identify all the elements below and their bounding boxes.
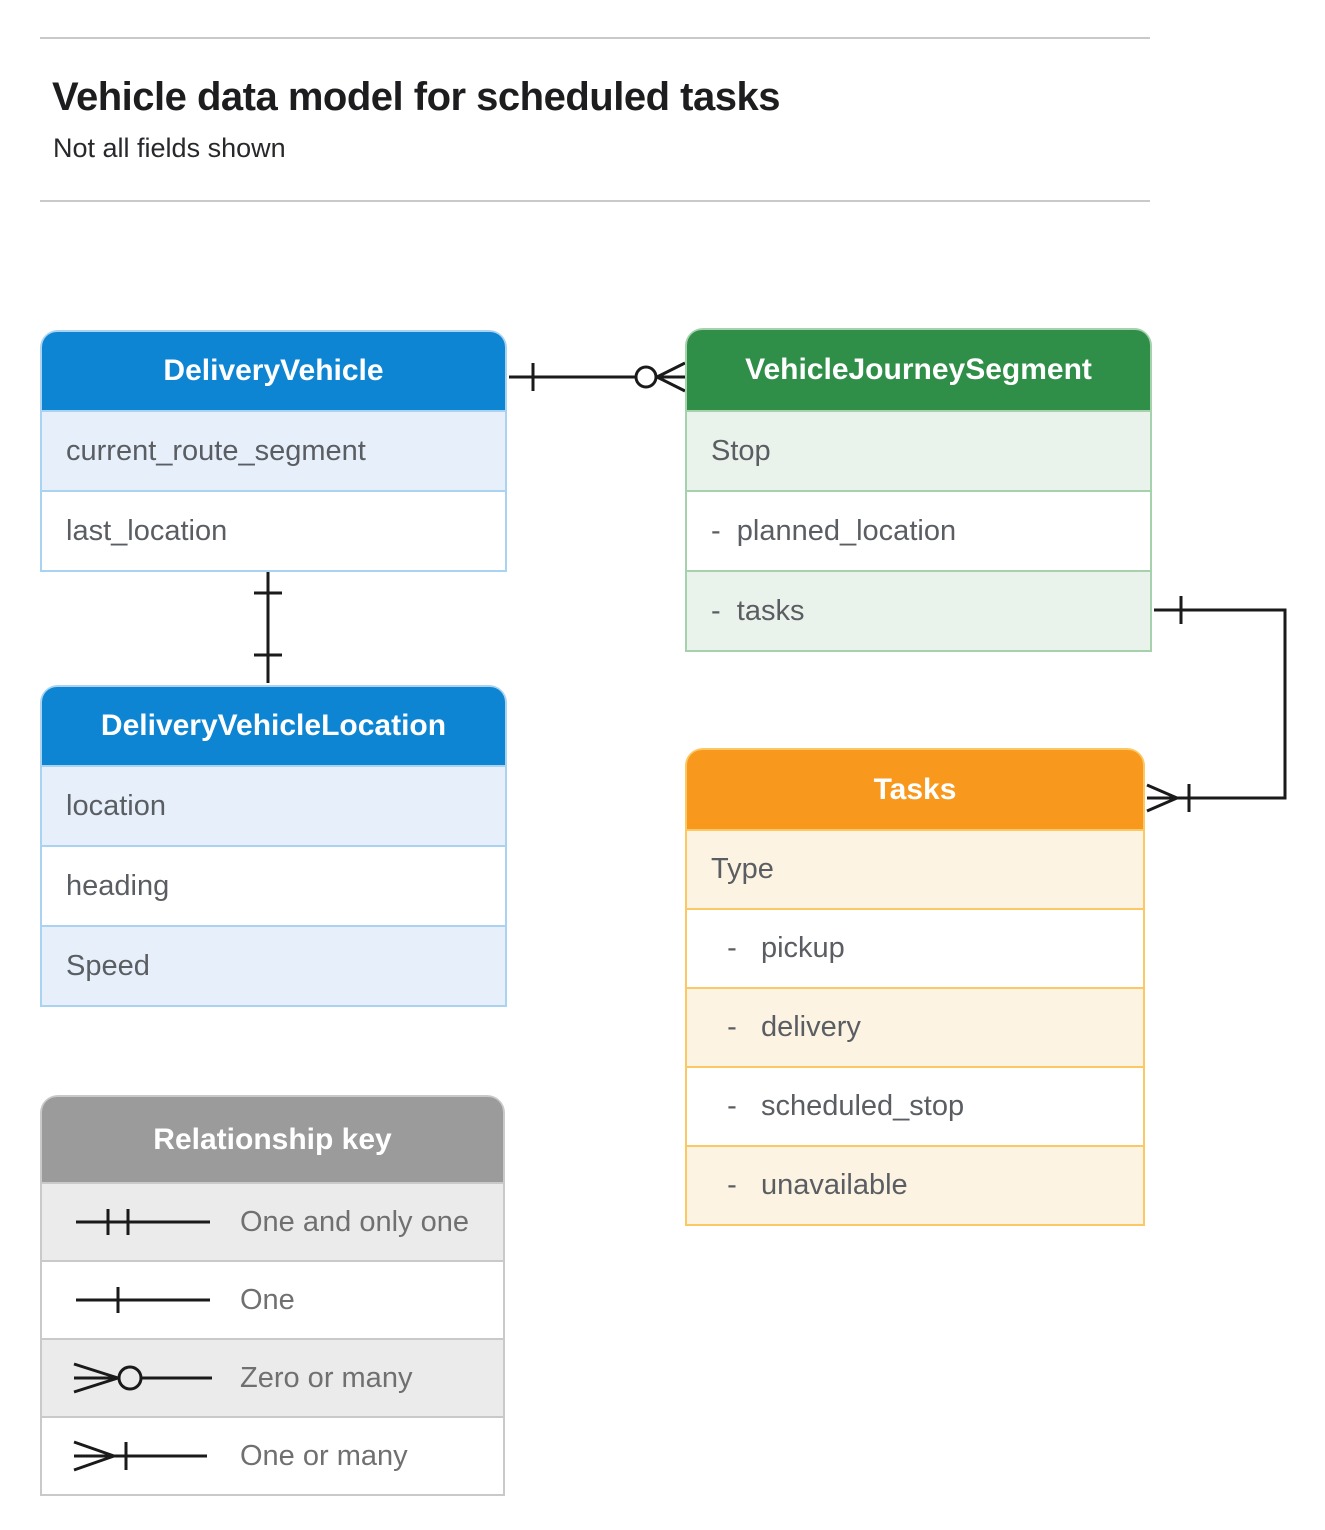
- zero-or-many-icon: [62, 1358, 240, 1398]
- legend-row: Zero or many: [42, 1338, 503, 1416]
- field-row: last_location: [42, 490, 505, 570]
- field-row: - pickup: [687, 908, 1143, 987]
- crow-foot-icon: [1146, 783, 1178, 813]
- field-row: - planned_location: [687, 490, 1150, 570]
- header-divider: [40, 200, 1150, 202]
- legend-row: One or many: [42, 1416, 503, 1494]
- connector-vehicle-to-location: [254, 568, 282, 683]
- entity-title: DeliveryVehicle: [42, 332, 505, 410]
- field-row: - scheduled_stop: [687, 1066, 1143, 1145]
- connector-journeysegment-to-tasks: [1146, 596, 1287, 813]
- one-or-many-icon: [62, 1436, 240, 1476]
- page-title: Vehicle data model for scheduled tasks: [52, 75, 780, 119]
- one-and-only-one-icon: [62, 1202, 240, 1242]
- top-divider: [40, 37, 1150, 39]
- crow-foot-icon: [656, 361, 686, 393]
- field-row: - delivery: [687, 987, 1143, 1066]
- field-row: - tasks: [687, 570, 1150, 650]
- entity-title: VehicleJourneySegment: [687, 330, 1150, 410]
- legend-label: One: [240, 1283, 295, 1316]
- page-subtitle: Not all fields shown: [53, 133, 286, 163]
- one-icon: [62, 1280, 240, 1320]
- legend-label: One or many: [240, 1439, 408, 1472]
- field-row: heading: [42, 845, 505, 925]
- entity-title: DeliveryVehicleLocation: [42, 687, 505, 765]
- entity-title: Relationship key: [42, 1097, 503, 1182]
- legend-label: Zero or many: [240, 1361, 413, 1394]
- field-row: Stop: [687, 410, 1150, 490]
- zero-circle-icon: [634, 365, 658, 389]
- field-row: location: [42, 765, 505, 845]
- field-row: Speed: [42, 925, 505, 1005]
- connector-vehicle-to-journeysegment: [509, 361, 686, 393]
- field-row: current_route_segment: [42, 410, 505, 490]
- field-row: - unavailable: [687, 1145, 1143, 1224]
- field-row: Type: [687, 829, 1143, 908]
- entity-title: Tasks: [687, 750, 1143, 829]
- legend-row: One and only one: [42, 1182, 503, 1260]
- legend-label: One and only one: [240, 1205, 469, 1238]
- legend-row: One: [42, 1260, 503, 1338]
